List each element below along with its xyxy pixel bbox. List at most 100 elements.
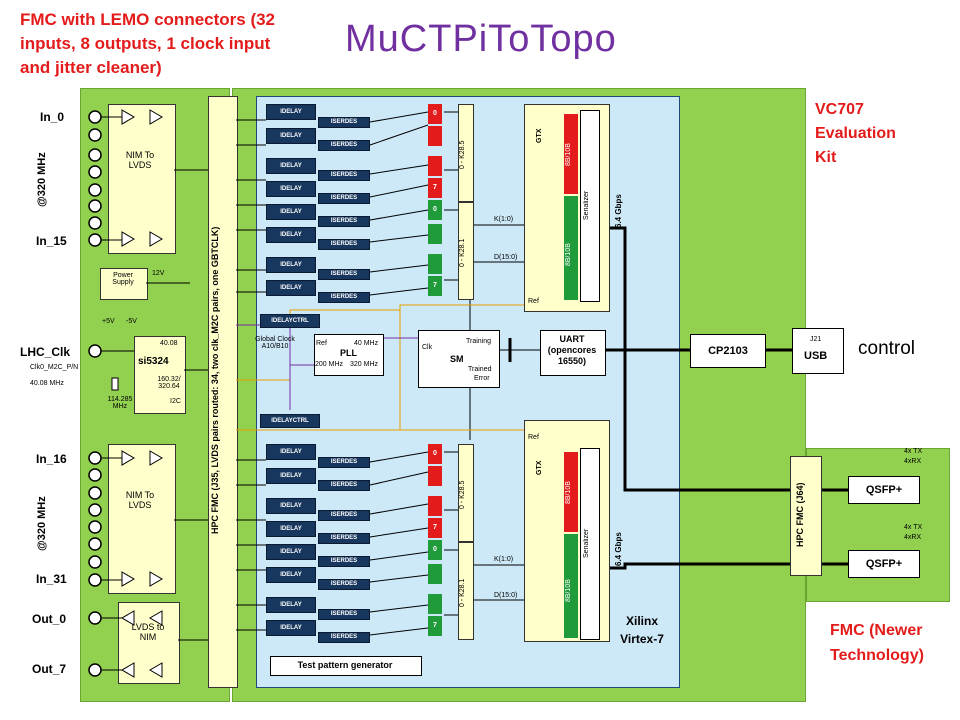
slice-bot-r3 [428, 496, 442, 516]
idelay-top-2: IDELAY [266, 128, 316, 144]
gtx-top-d: D(15:0) [494, 254, 518, 261]
gtx-bot-d: D(15:0) [494, 592, 518, 599]
gtx-bot-enc-red [564, 452, 578, 532]
slice-bot-7: 7 [428, 518, 442, 538]
label-out7: Out_7 [32, 662, 67, 676]
iserdes-top-4: ISERDES [318, 193, 370, 204]
test-pattern-generator [270, 656, 422, 676]
slice-bot-g7: 7 [428, 616, 442, 636]
idelay-bot-6: IDELAY [266, 567, 316, 583]
page-title: MuCTPiToTopo [345, 18, 617, 60]
fmc-note: FMC with LEMO connectors (32 inputs, 8 o… [20, 10, 276, 77]
pll-f200: 200 MHz [315, 361, 344, 368]
nim-to-lvds-top [108, 104, 176, 254]
si5324-label: si5324 [138, 356, 169, 367]
lhc-clk-freq: 40.08 MHz [30, 380, 64, 387]
pll-ref: Ref [316, 340, 327, 347]
iserdes-bot-7: ISERDES [318, 609, 370, 620]
power-5vp: +5V [102, 318, 115, 325]
gtx-bot-serializer-label: Serializer [583, 528, 590, 558]
qsfp-top-tx: 4x TX [904, 448, 923, 455]
iserdes-bot-6: ISERDES [318, 579, 370, 590]
nim-to-lvds-top-label: NIM To LVDS [125, 150, 155, 170]
power-5vn: -5V [126, 318, 137, 325]
usb-j21: J21 [810, 336, 822, 343]
mux-top-k281-label: 0 - K28.1 [459, 238, 466, 268]
mux-bot-k285 [458, 444, 474, 542]
slice-bot-g3 [428, 594, 442, 614]
slice-bot-g2 [428, 564, 442, 584]
iserdes-top-2: ISERDES [318, 140, 370, 151]
idelay-top-1: IDELAY [266, 104, 316, 120]
gtx-bot-serializer [580, 448, 600, 640]
control-label: control [858, 338, 916, 359]
idelay-top-6: IDELAY [266, 227, 316, 243]
slice-top-r3 [428, 156, 442, 176]
gtx-bot-enc-grn-label: 8B/10B [565, 579, 572, 603]
mux-bot-k281-label: 0 - K28.1 [459, 578, 466, 608]
usb-connector[interactable] [792, 328, 844, 374]
iserdes-bot-4: ISERDES [318, 533, 370, 544]
slice-top-g7: 7 [428, 276, 442, 296]
lhc-clk-sub: Clk0_M2C_P/N [30, 364, 79, 371]
sm-error: Error [474, 375, 490, 382]
label-in16: In_16 [36, 452, 67, 466]
qsfp-bot-rx: 4xRX [904, 534, 922, 541]
idelay-bot-7: IDELAY [266, 597, 316, 613]
gtx-top-enc-red-label: 8B/10B [565, 143, 572, 167]
idelay-top-7: IDELAY [266, 257, 316, 273]
slice-bot-0: 0 [428, 444, 442, 464]
sm-label: SM [450, 354, 464, 364]
qsfp-bot-tx: 4x TX [904, 524, 923, 531]
iserdes-top-7: ISERDES [318, 269, 370, 280]
gtx-top-rate: 6.4 Gbps [614, 194, 623, 228]
slice-top-g3 [428, 254, 442, 274]
test-pattern-label: Test pattern generator [297, 660, 393, 670]
qsfp-top: QSFP+ [848, 476, 920, 504]
pll-f320: 320 MHz [350, 361, 379, 368]
iserdes-top-5: ISERDES [318, 216, 370, 227]
vc707-label: VC707 Evaluation Kit [815, 101, 896, 166]
idelay-bot-2: IDELAY [266, 468, 316, 484]
si5324-i2c: I2C [170, 398, 181, 405]
idelay-top-5: IDELAY [266, 204, 316, 220]
iserdes-bot-8: ISERDES [318, 632, 370, 643]
mux-bot-k281 [458, 542, 474, 640]
fmc-newer-label: FMC (Newer Technology) [830, 622, 924, 664]
power-supply-label: Power Supply [112, 272, 134, 286]
nim-to-lvds-bottom [108, 444, 176, 594]
uart-label: UART (opencores 16550) [547, 334, 597, 366]
idelayctrl-top: IDELAYCTRL [260, 314, 320, 328]
label-in15: In_15 [36, 234, 67, 248]
iserdes-top-6: ISERDES [318, 239, 370, 250]
gtx-top-ref: Ref [528, 298, 539, 305]
label-in0: In_0 [40, 110, 65, 124]
mux-top-k281 [458, 202, 474, 300]
gtx-top-serializer [580, 110, 600, 302]
sm-training: Training [466, 338, 492, 345]
mux-bot-k285-label: 0 - K28.5 [459, 480, 466, 510]
iserdes-bot-5: ISERDES [318, 556, 370, 567]
gtx-top-enc-grn-label: 8B/10B [565, 243, 572, 267]
qsfp-bottom: QSFP+ [848, 550, 920, 578]
idelay-bot-4: IDELAY [266, 521, 316, 537]
gtx-bot-enc-red-label: 8B/10B [565, 481, 572, 505]
power-12v: 12V [152, 270, 165, 277]
iserdes-bot-2: ISERDES [318, 480, 370, 491]
gtx-top-k: K(1:0) [494, 216, 514, 223]
lvds-to-nim-label: LVDS to NIM [131, 622, 165, 642]
hpc-fmc-connector [208, 96, 238, 688]
idelay-top-3: IDELAY [266, 158, 316, 174]
idelay-top-8: IDELAY [266, 280, 316, 296]
gtx-bot-rate: 6.4 Gbps [614, 532, 623, 566]
hpc-fmc-j64 [790, 456, 822, 576]
pll-f40: 40 MHz [354, 340, 379, 347]
uart-block [540, 330, 606, 376]
idelayctrl-bottom: IDELAYCTRL [260, 414, 320, 428]
xtal-freq: 114.285 MHz [107, 396, 133, 410]
sm-clk: Clk [422, 344, 433, 351]
cp2103: CP2103 [690, 334, 766, 368]
mux-top-k285-label: 0 - K28.5 [459, 140, 466, 170]
pll-block [314, 334, 384, 376]
lhc-clk-label: LHC_Clk [20, 345, 71, 359]
